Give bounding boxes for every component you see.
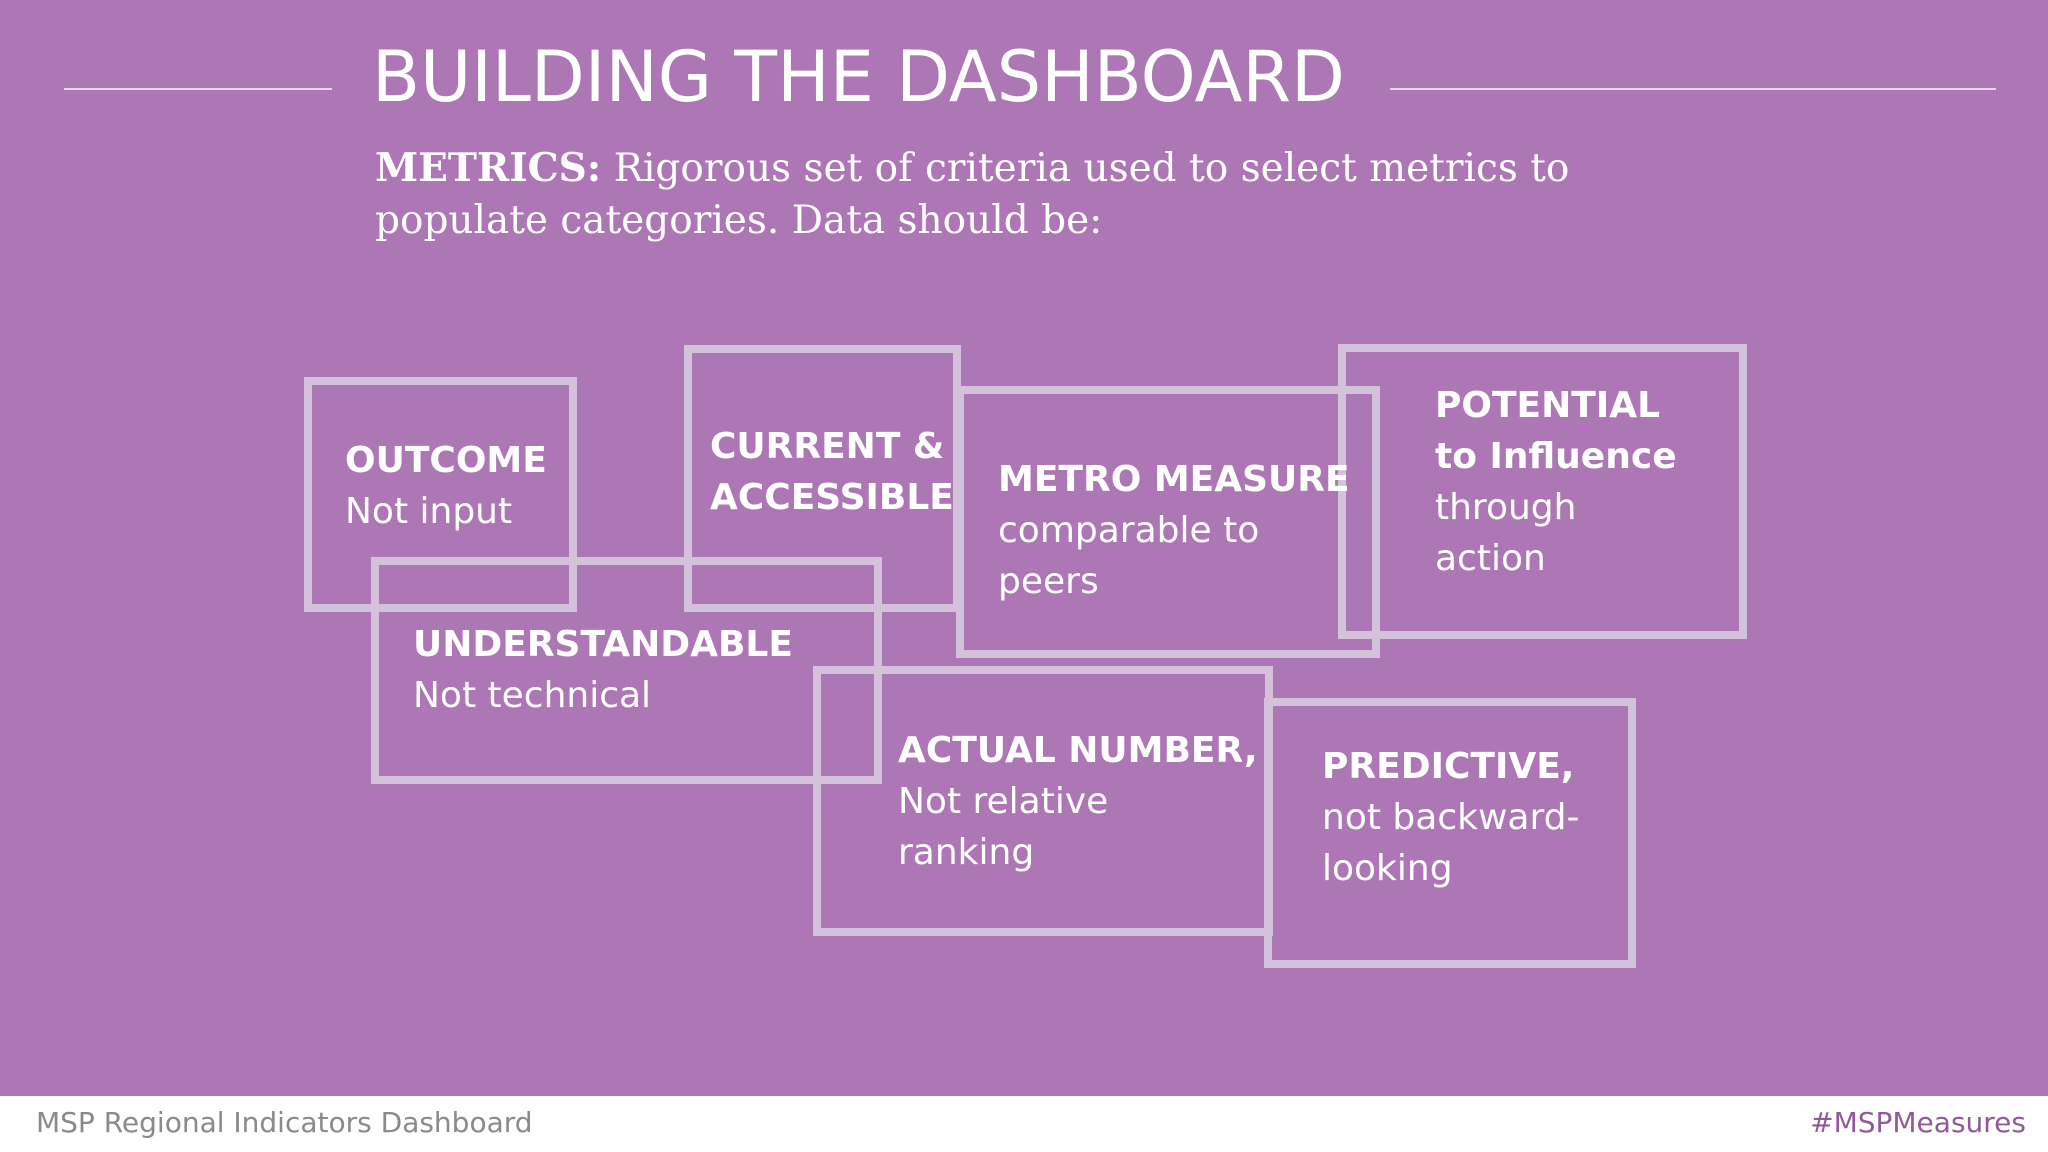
predictive-box [1264, 698, 1636, 968]
footer-hashtag: #MSPMeasures [1810, 1106, 2026, 1139]
outcome-box [304, 377, 577, 612]
metro-measure-box [956, 386, 1380, 658]
current-accessible-text: CURRENT & ACCESSIBLE [710, 421, 954, 523]
current-heading-line1: CURRENT & [710, 426, 945, 467]
title-rule-left [64, 88, 332, 90]
predictive-detail-line2: looking [1322, 848, 1453, 889]
metro-heading: METRO MEASURE [998, 459, 1350, 500]
potential-box [1338, 344, 1747, 639]
footer-dashboard-name: MSP Regional Indicators Dashboard [36, 1106, 533, 1139]
potential-detail-line1: through [1435, 487, 1577, 528]
metrics-description: Rigorous set of criteria used to select … [375, 146, 1570, 243]
actual-heading: ACTUAL NUMBER, [898, 730, 1258, 771]
understandable-heading: UNDERSTANDABLE [413, 624, 793, 665]
actual-number-text: ACTUAL NUMBER, Not relative ranking [898, 725, 1258, 878]
understandable-detail: Not technical [413, 675, 652, 716]
slide: BUILDING THE DASHBOARD METRICS: Rigorous… [0, 0, 2048, 1096]
slide-title: BUILDING THE DASHBOARD [372, 36, 1345, 118]
footer-bar: MSP Regional Indicators Dashboard #MSPMe… [0, 1096, 2048, 1152]
actual-detail-line2: ranking [898, 832, 1035, 873]
predictive-heading: PREDICTIVE, [1322, 746, 1575, 787]
predictive-text: PREDICTIVE, not backward- looking [1322, 741, 1579, 894]
outcome-heading: OUTCOME [345, 440, 547, 481]
potential-detail-line2: action [1435, 538, 1546, 579]
outcome-detail: Not input [345, 491, 513, 532]
predictive-detail-line1: not backward- [1322, 797, 1580, 838]
understandable-text: UNDERSTANDABLE Not technical [413, 619, 793, 721]
potential-heading-line2: to Influence [1435, 436, 1677, 477]
current-heading-line2: ACCESSIBLE [710, 477, 954, 518]
actual-detail-line1: Not relative [898, 781, 1109, 822]
potential-heading-line1: POTENTIAL [1435, 385, 1661, 426]
metrics-intro: METRICS: Rigorous set of criteria used t… [375, 142, 1705, 247]
title-rule-right [1390, 88, 1996, 90]
metrics-label: METRICS: [375, 145, 602, 191]
metro-detail-line1: comparable to [998, 510, 1260, 551]
metro-measure-text: METRO MEASURE comparable to peers [998, 454, 1350, 607]
metro-detail-line2: peers [998, 561, 1099, 602]
outcome-text: OUTCOME Not input [345, 435, 547, 537]
potential-text: POTENTIAL to Influence through action [1435, 380, 1677, 584]
